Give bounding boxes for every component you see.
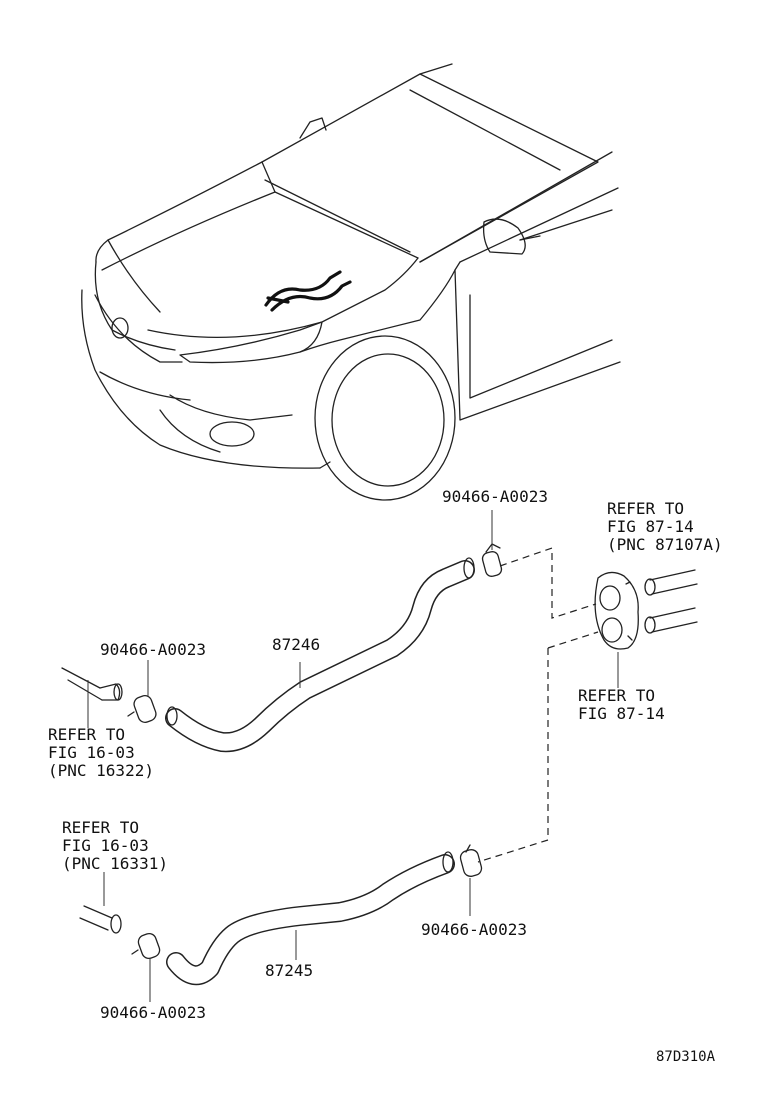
diagram-code: 87D310A (656, 1049, 716, 1065)
reference-line: REFER TO (62, 818, 140, 837)
reference-line: REFER TO (607, 499, 685, 518)
reference-fig87-pnc87107a: REFER TO FIG 87-14 (PNC 87107A) (607, 500, 723, 554)
part-number-hose-87246: 87246 (272, 635, 321, 654)
hose-87245 (166, 851, 455, 986)
reference-fig16-pnc16331: REFER TO FIG 16-03 (PNC 16331) (62, 819, 168, 873)
reference-line: (PNC 16322) (48, 761, 154, 780)
clamp-left-lower (131, 932, 161, 960)
connection-line-upper (499, 547, 597, 619)
reference-line: REFER TO (578, 686, 656, 705)
reference-fig87-14: REFER TO FIG 87-14 (578, 687, 665, 723)
reference-line: FIG 87-14 (607, 517, 694, 536)
part-number-clamp-left-lower: 90466-A0023 (100, 1003, 206, 1022)
part-number-hose-87245: 87245 (265, 961, 314, 980)
connection-line-vertical (477, 648, 549, 863)
reference-fig16-pnc16322: REFER TO FIG 16-03 (PNC 16322) (48, 726, 154, 780)
reference-line: (PNC 16331) (62, 854, 168, 873)
reference-line: FIG 16-03 (62, 836, 149, 855)
part-number-clamp-left-upper: 90466-A0023 (100, 640, 206, 659)
pipes-right (644, 569, 698, 634)
reference-line: (PNC 87107A) (607, 535, 723, 554)
clamp-left-upper (127, 695, 157, 723)
pipe-left-upper (61, 667, 123, 701)
pipe-left-lower (79, 905, 122, 934)
reference-line: FIG 87-14 (578, 704, 665, 723)
grommet (594, 571, 639, 650)
reference-line: FIG 16-03 (48, 743, 135, 762)
clamp-right-lower (459, 844, 483, 877)
part-number-clamp-right-lower: 90466-A0023 (421, 920, 527, 939)
car-illustration (81, 63, 621, 501)
reference-line: REFER TO (48, 725, 126, 744)
hose-87246 (165, 557, 475, 753)
connection-line-lower (547, 631, 599, 649)
part-number-clamp-top: 90466-A0023 (442, 487, 548, 506)
